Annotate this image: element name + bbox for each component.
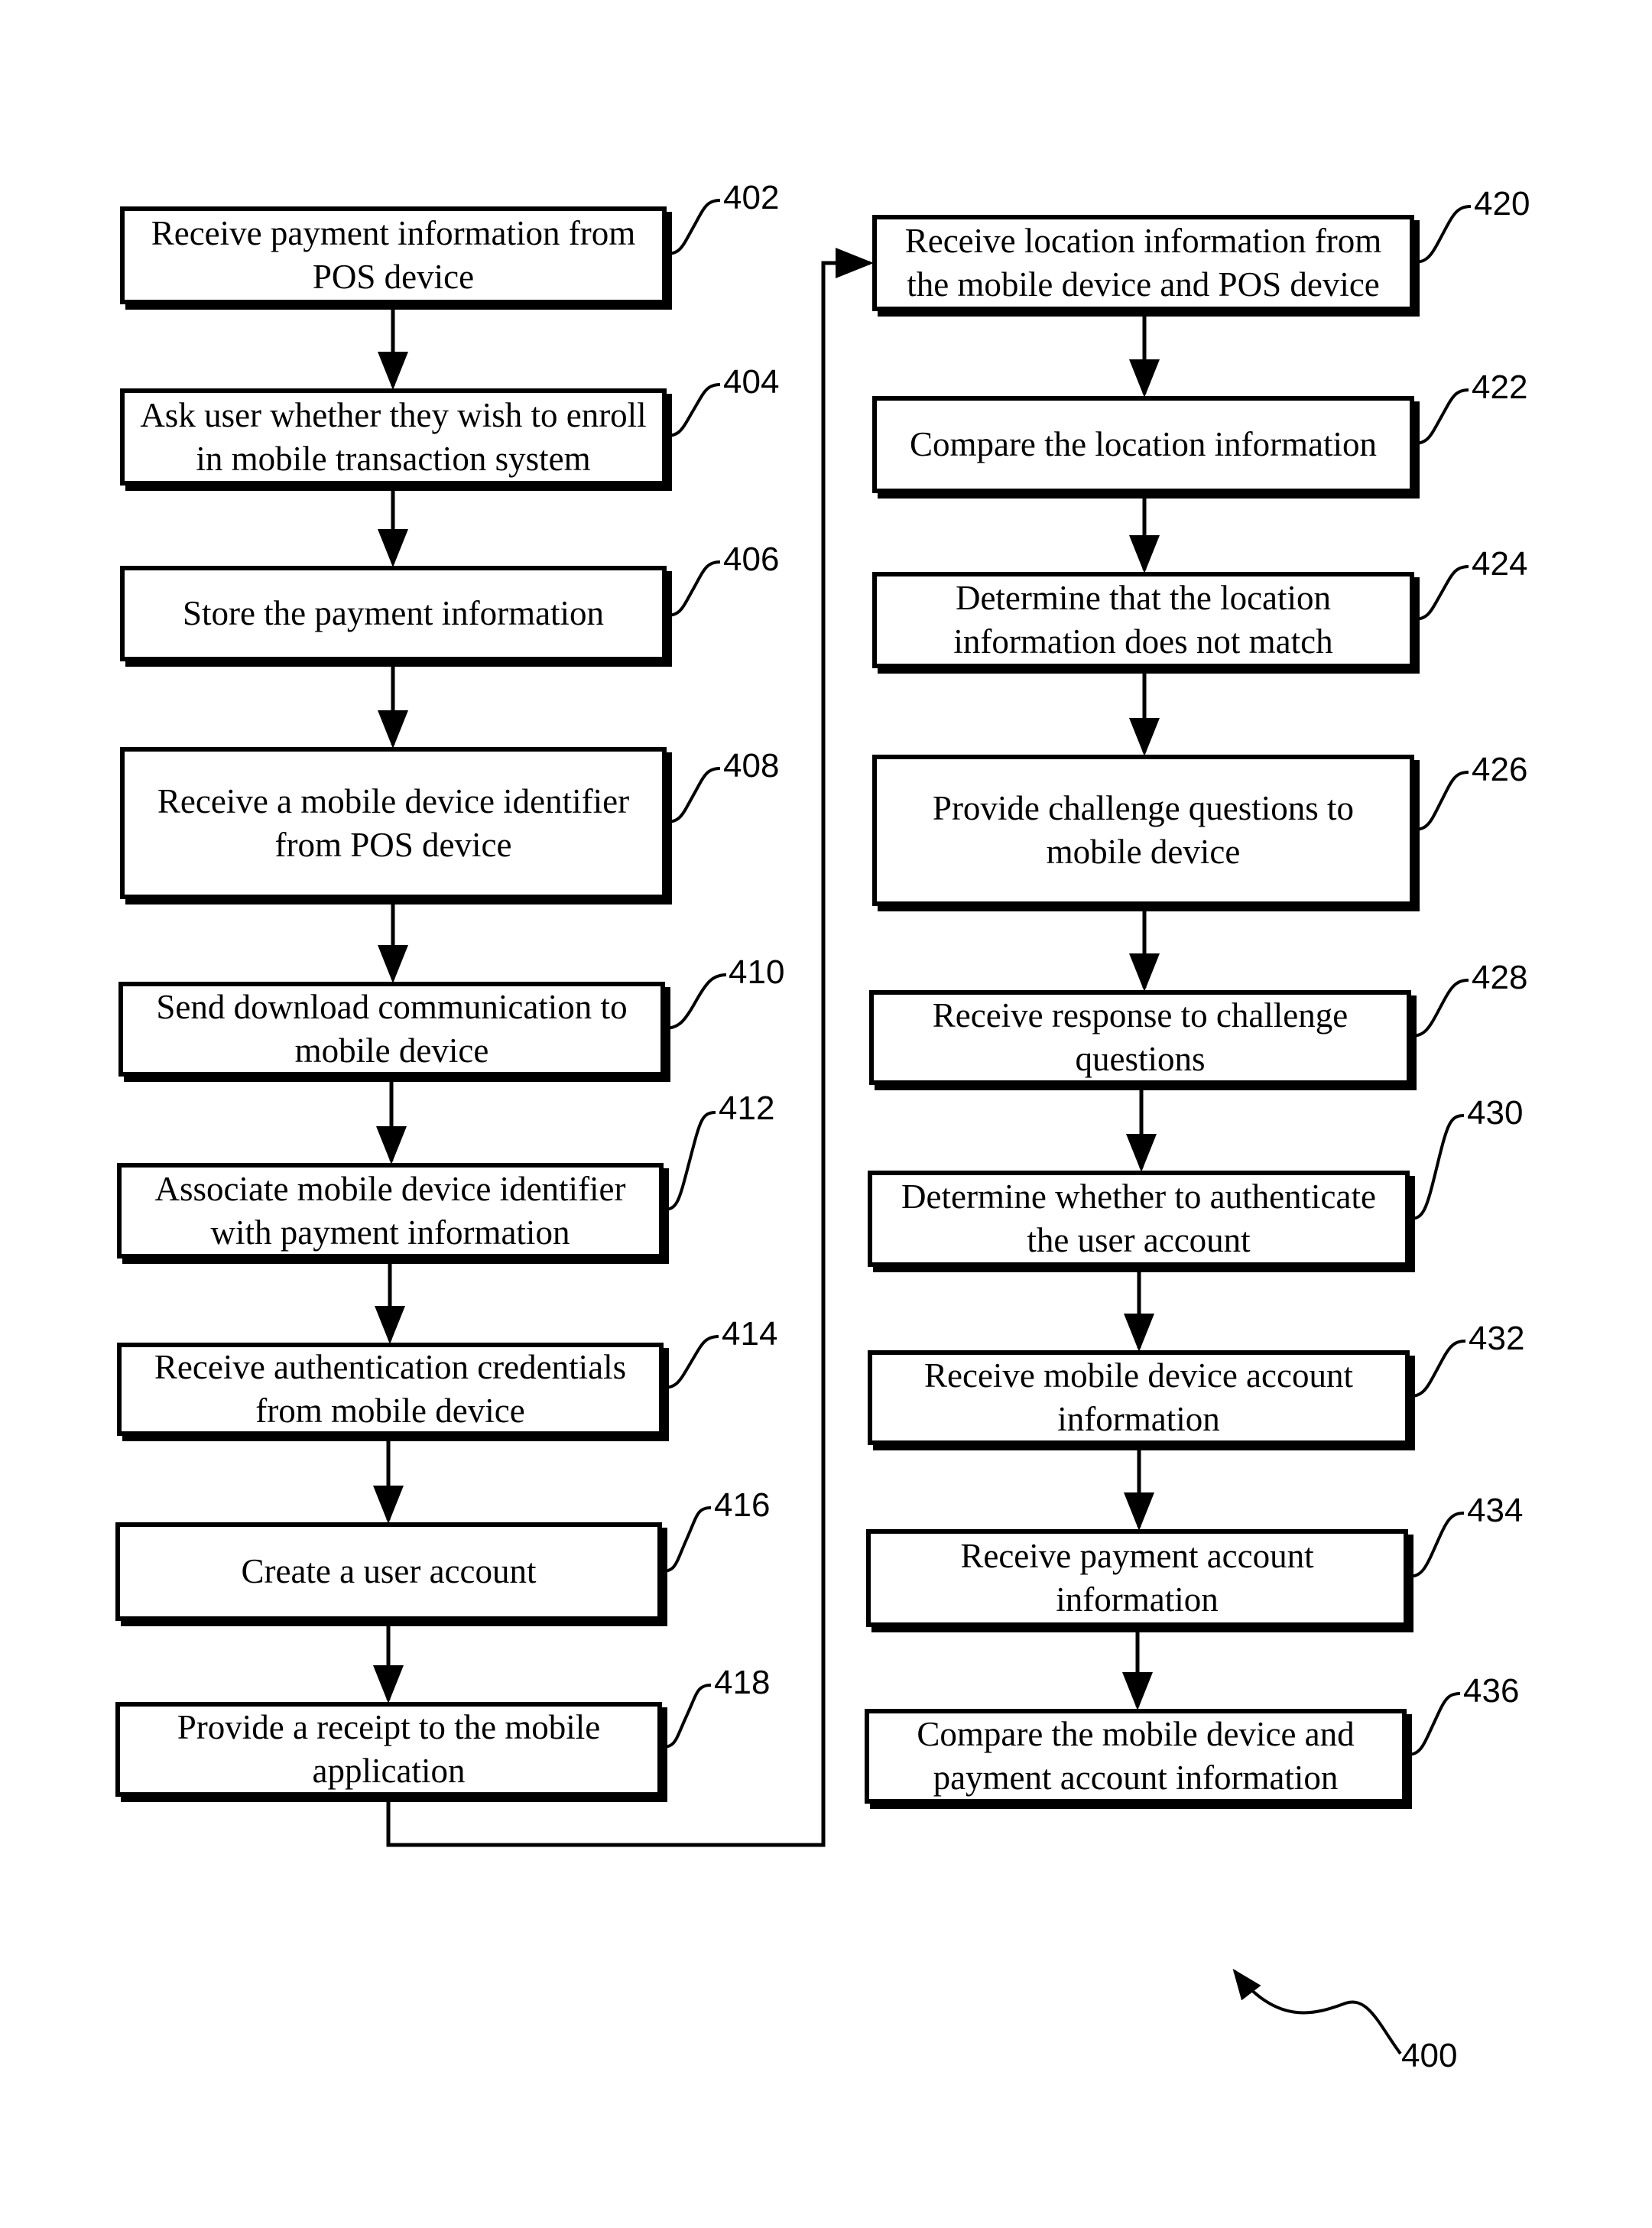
ref-leader-9 [1414,206,1471,262]
ref-leader-1 [667,385,720,436]
step-428-text: Receive response to challenge questions [884,994,1396,1081]
step-416-box: Create a user account [115,1522,662,1621]
ref-leader-17 [1407,1694,1460,1755]
step-414-box: Receive authentication credentials from … [117,1343,664,1436]
step-432-text: Receive mobile device account informatio… [883,1354,1394,1441]
step-402-text: Receive payment information from POS dev… [135,212,651,299]
step-430-text: Determine whether to authenticate the us… [883,1175,1394,1262]
ref-leader-15 [1410,1341,1465,1396]
step-424-text: Determine that the location information … [888,576,1399,664]
ref-404: 404 [723,363,779,401]
step-404-text: Ask user whether they wish to enroll in … [135,394,651,481]
ref-leader-12 [1414,772,1469,830]
ref-402: 402 [723,179,779,217]
step-424-box: Determine that the location information … [872,572,1414,668]
ref-leader-4 [665,975,726,1028]
ref-412: 412 [719,1090,774,1128]
ref-424: 424 [1472,545,1527,583]
ref-420: 420 [1474,185,1530,223]
ref-432: 432 [1469,1320,1524,1358]
step-406-text: Store the payment information [183,592,604,635]
ref-410: 410 [729,953,784,992]
ref-406: 406 [723,541,779,579]
step-422-box: Compare the location information [872,396,1414,493]
ref-leader-5 [664,1112,716,1210]
step-406-box: Store the payment information [120,566,667,661]
step-426-box: Provide challenge questions to mobile de… [872,755,1414,906]
step-420-text: Receive location information from the mo… [888,219,1399,307]
step-434-box: Receive payment account information [866,1529,1408,1627]
ref-leader-8 [662,1685,711,1747]
ref-422: 422 [1472,369,1527,407]
step-436-box: Compare the mobile device and payment ac… [865,1709,1407,1804]
step-418-box: Provide a receipt to the mobile applicat… [115,1702,662,1797]
ref-leader-11 [1414,567,1469,619]
ref-436: 436 [1463,1672,1519,1710]
ref-418: 418 [714,1664,770,1702]
step-408-text: Receive a mobile device identifier from … [135,780,651,867]
ref-414: 414 [722,1315,777,1353]
ref-426: 426 [1472,751,1527,789]
ref-leader-10 [1414,390,1469,443]
step-430-box: Determine whether to authenticate the us… [868,1171,1410,1267]
step-434-text: Receive payment account information [881,1535,1393,1622]
ref-leader-13 [1411,980,1469,1036]
ref-434: 434 [1467,1492,1523,1530]
ref-leader-14 [1410,1116,1464,1219]
ref-leader-0 [667,200,720,254]
step-418-text: Provide a receipt to the mobile applicat… [131,1706,647,1793]
figure-label-400: 400 [1401,2037,1457,2075]
step-414-text: Receive authentication credentials from … [132,1346,648,1433]
step-402-box: Receive payment information from POS dev… [120,206,667,304]
step-408-box: Receive a mobile device identifier from … [120,747,667,899]
step-410-text: Send download communication to mobile de… [134,986,650,1073]
ref-leader-16 [1408,1513,1464,1577]
step-432-box: Receive mobile device account informatio… [868,1350,1410,1445]
ref-430: 430 [1467,1094,1523,1132]
step-422-text: Compare the location information [910,423,1377,466]
step-416-text: Create a user account [241,1550,536,1593]
ref-408: 408 [723,747,779,785]
ref-leader-2 [667,562,720,615]
step-410-box: Send download communication to mobile de… [118,982,665,1077]
step-428-box: Receive response to challenge questions [869,990,1411,1085]
step-412-text: Associate mobile device identifier with … [132,1168,648,1255]
ref-leader-3 [667,768,720,822]
step-404-box: Ask user whether they wish to enroll in … [120,388,667,486]
figure-400-arrow [1235,1971,1400,2054]
ref-leader-7 [662,1508,711,1571]
step-420-box: Receive location information from the mo… [872,215,1414,311]
ref-416: 416 [714,1486,770,1525]
ref-428: 428 [1472,959,1527,997]
ref-leader-6 [664,1336,719,1388]
step-436-text: Compare the mobile device and payment ac… [880,1713,1391,1800]
step-426-text: Provide challenge questions to mobile de… [888,787,1399,874]
step-412-box: Associate mobile device identifier with … [117,1163,664,1259]
